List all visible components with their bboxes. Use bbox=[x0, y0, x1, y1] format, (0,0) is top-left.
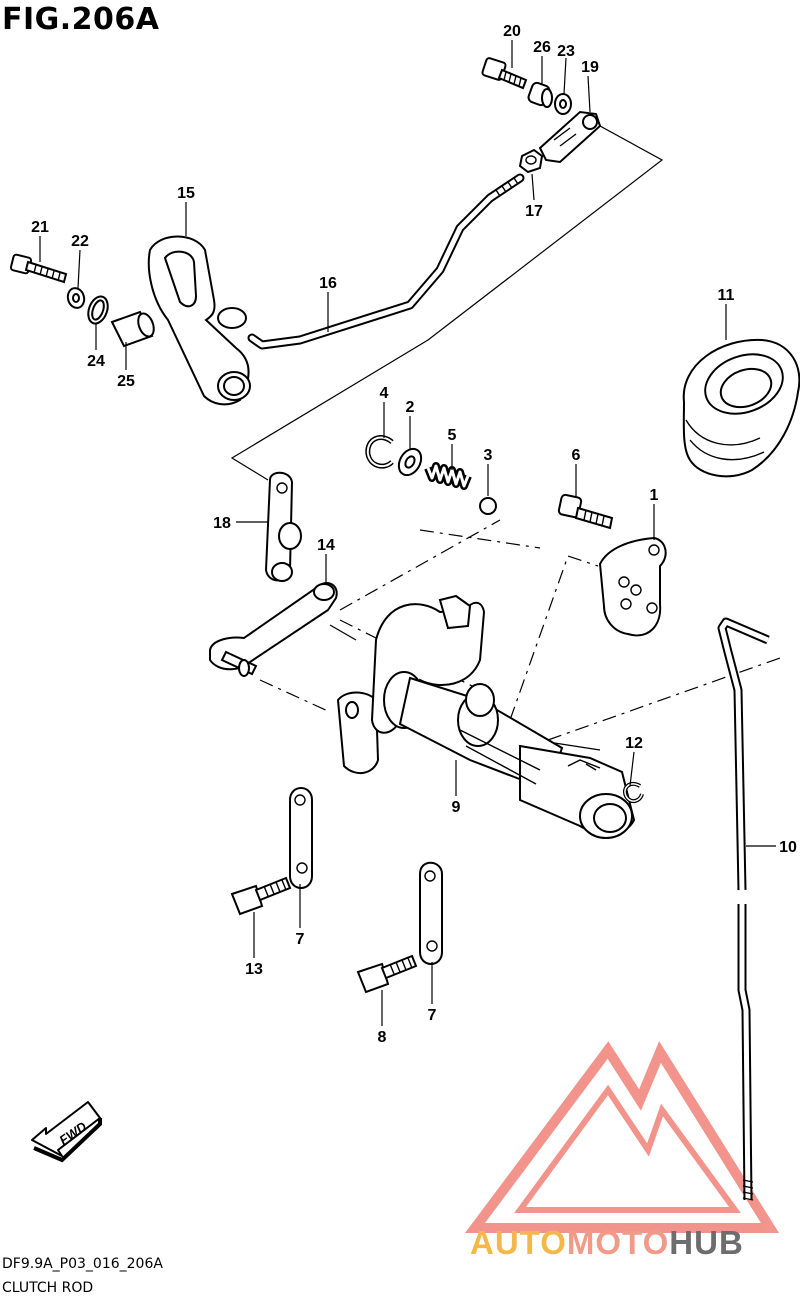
figure-title: FIG.206A bbox=[2, 2, 160, 37]
rod-16 bbox=[247, 173, 525, 350]
lever-15 bbox=[147, 235, 251, 406]
bolt-20 bbox=[481, 57, 528, 90]
collar-26 bbox=[527, 81, 553, 108]
washer-22 bbox=[66, 287, 86, 309]
callout-10: 10 bbox=[779, 839, 797, 856]
spring-5 bbox=[424, 462, 472, 490]
callout-21: 21 bbox=[31, 219, 49, 236]
callout-6: 6 bbox=[572, 447, 581, 464]
callout-4: 4 bbox=[380, 385, 389, 402]
washer-23 bbox=[554, 93, 572, 115]
callout-26: 26 bbox=[533, 39, 551, 56]
callout-17: 17 bbox=[525, 203, 543, 220]
bolt-6 bbox=[557, 493, 614, 530]
clip-12 bbox=[623, 781, 644, 803]
callout-14: 14 bbox=[317, 537, 335, 554]
rod-10 bbox=[717, 617, 770, 1201]
watermark-moto: MOTO bbox=[566, 1224, 670, 1261]
drawing-name: CLUTCH ROD bbox=[2, 1280, 94, 1296]
callout-8: 8 bbox=[378, 1029, 387, 1046]
callout-1: 1 bbox=[650, 487, 659, 504]
leader-lines bbox=[39, 40, 776, 1026]
callout-19: 19 bbox=[581, 59, 599, 76]
fwd-arrow-icon: FWD bbox=[31, 1101, 102, 1163]
callout-13: 13 bbox=[245, 961, 263, 978]
callout-23: 23 bbox=[557, 43, 575, 60]
callout-3: 3 bbox=[484, 447, 493, 464]
plate-7-lower bbox=[419, 861, 443, 965]
link-18 bbox=[264, 471, 302, 582]
watermark-auto: AUTO bbox=[470, 1224, 567, 1261]
plate-7-upper bbox=[289, 787, 313, 889]
callout-5: 5 bbox=[448, 427, 457, 444]
callout-7-upper: 7 bbox=[296, 931, 305, 948]
collar-25 bbox=[110, 310, 155, 348]
plate-1 bbox=[598, 536, 667, 637]
joint-19 bbox=[538, 110, 602, 164]
o-ring-24 bbox=[87, 295, 109, 325]
callout-24: 24 bbox=[87, 353, 105, 370]
shaft-9 bbox=[336, 594, 636, 839]
nut-17 bbox=[518, 148, 544, 174]
drawing-code: DF9.9A_P03_016_206A bbox=[2, 1256, 163, 1272]
callout-18: 18 bbox=[213, 515, 231, 532]
callout-7-lower: 7 bbox=[428, 1007, 437, 1024]
watermark-text: AUTOMOTOHUB bbox=[470, 1224, 744, 1262]
callout-11: 11 bbox=[718, 287, 735, 304]
callout-22: 22 bbox=[71, 233, 89, 250]
callout-9: 9 bbox=[452, 799, 461, 816]
bolt-8 bbox=[356, 954, 418, 994]
grommet-11 bbox=[682, 338, 800, 478]
circlip-4 bbox=[365, 435, 394, 469]
callout-2: 2 bbox=[406, 399, 415, 416]
bolt-21 bbox=[9, 253, 68, 284]
watermark-hub: HUB bbox=[669, 1224, 744, 1261]
callout-12: 12 bbox=[625, 735, 643, 752]
callout-20: 20 bbox=[503, 23, 521, 40]
callout-25: 25 bbox=[117, 373, 135, 390]
ball-3 bbox=[479, 497, 497, 515]
callout-16: 16 bbox=[319, 275, 337, 292]
bolt-13 bbox=[230, 876, 292, 916]
washer-2 bbox=[397, 447, 423, 477]
arm-14 bbox=[209, 582, 338, 677]
callout-labels: 1 2 3 4 5 6 7 7 8 9 10 11 12 13 14 15 16… bbox=[31, 23, 797, 1046]
watermark-logo bbox=[465, 1041, 780, 1233]
callout-15: 15 bbox=[177, 185, 195, 202]
